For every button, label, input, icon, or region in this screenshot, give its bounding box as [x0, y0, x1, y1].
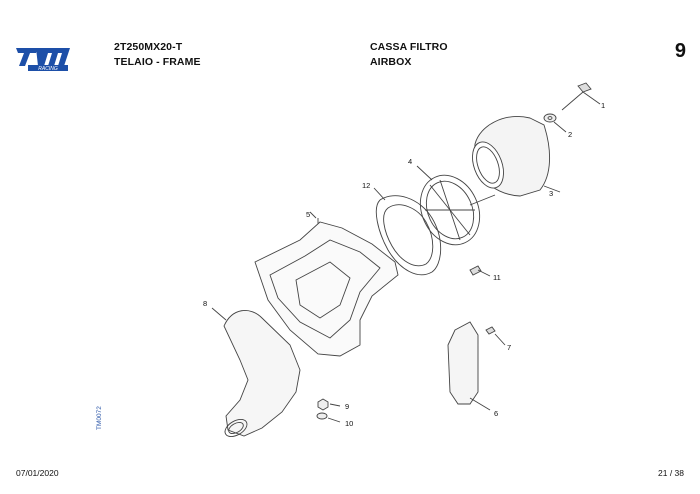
part-12-gasket [373, 187, 442, 276]
part-7-screw [485, 326, 506, 346]
category-title-en: AIRBOX [370, 56, 412, 68]
drawing-reference: TM0072 [96, 406, 103, 430]
part-3-air-filter [472, 116, 561, 197]
callout-6: 6 [494, 409, 498, 418]
model-code: 2T250MX20-T [114, 41, 183, 53]
category-title-it: CASSA FILTRO [370, 41, 448, 53]
callout-8: 8 [203, 299, 207, 308]
callout-9: 9 [345, 402, 349, 411]
callout-4: 4 [408, 157, 412, 166]
callout-12: 12 [362, 181, 370, 190]
callout-11: 11 [493, 273, 501, 282]
part-2-washer [543, 113, 567, 133]
callout-7: 7 [507, 343, 511, 352]
part-9-nut [317, 398, 341, 411]
section-title: TELAIO - FRAME [114, 56, 201, 68]
footer-date: 07/01/2020 [16, 468, 59, 478]
part-6-mudflap [447, 321, 491, 411]
part-8-intake-duct [211, 307, 301, 437]
callout-1: 1 [601, 101, 605, 110]
svg-text:RACING: RACING [38, 66, 58, 72]
callout-5: 5 [306, 210, 310, 219]
callout-10: 10 [345, 419, 353, 428]
part-1-bolt [561, 82, 601, 111]
part-11-screw [469, 265, 491, 277]
group-number: 9 [674, 40, 686, 62]
part-10-washer [316, 412, 341, 423]
part-4-filter-cage [416, 165, 496, 246]
footer-page-count: 21 / 38 [658, 468, 684, 478]
part-5-airbox [254, 211, 399, 357]
tm-racing-logo: RACING [16, 48, 70, 72]
callout-3: 3 [549, 189, 553, 198]
callout-2: 2 [568, 130, 572, 139]
